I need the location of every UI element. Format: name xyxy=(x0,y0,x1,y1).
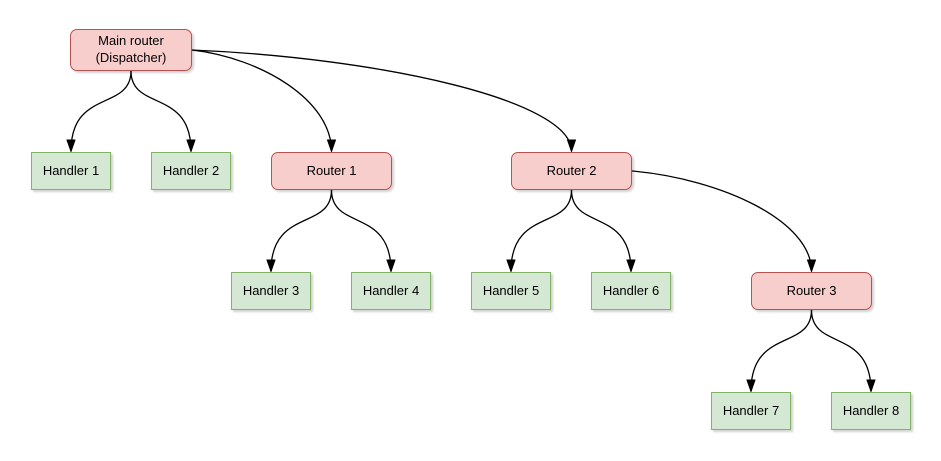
node-handler-3: Handler 3 xyxy=(231,272,311,310)
edge-main-router-to-router-2 xyxy=(191,49,572,151)
edge-router-2-to-handler-5 xyxy=(511,189,573,271)
node-router-3: Router 3 xyxy=(751,272,872,310)
node-main-router: Main router (Dispatcher) xyxy=(70,29,192,71)
node-router-1: Router 1 xyxy=(271,152,392,190)
edge-main-router-to-router-1 xyxy=(191,49,332,151)
edge-router-3-to-handler-7 xyxy=(751,309,813,391)
edge-router-1-to-handler-3 xyxy=(271,189,333,271)
node-handler-7: Handler 7 xyxy=(711,392,791,430)
node-handler-6: Handler 6 xyxy=(591,272,671,310)
edge-router-3-to-handler-8 xyxy=(810,309,872,391)
node-handler-5: Handler 5 xyxy=(471,272,551,310)
edge-router-1-to-handler-4 xyxy=(330,189,392,271)
edge-router-2-to-handler-6 xyxy=(570,189,632,271)
node-handler-1: Handler 1 xyxy=(31,152,111,190)
node-handler-2: Handler 2 xyxy=(151,152,231,190)
edge-router-2-to-router-3 xyxy=(631,170,812,271)
node-handler-8: Handler 8 xyxy=(831,392,911,430)
edge-main-router-to-handler-1 xyxy=(71,70,132,151)
node-handler-4: Handler 4 xyxy=(351,272,431,310)
edge-main-router-to-handler-2 xyxy=(130,70,191,151)
node-router-2: Router 2 xyxy=(511,152,632,190)
